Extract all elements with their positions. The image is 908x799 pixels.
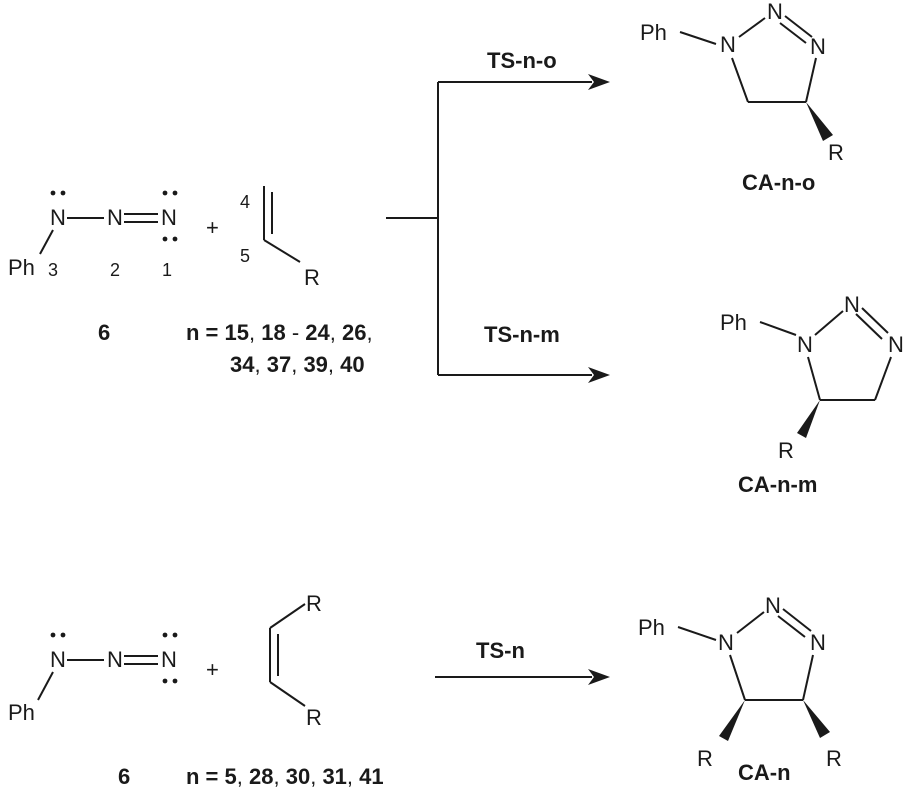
ts-n-o-label: TS-n-o: [487, 48, 557, 73]
r-group-top: R: [306, 591, 322, 616]
arrowhead: [588, 669, 610, 685]
lone-pair-dot: [172, 678, 178, 684]
n2-atom: N: [765, 593, 781, 618]
ring-bond-n3-c4: [802, 654, 814, 701]
n3-atom: N: [50, 205, 66, 230]
product-ca-n-o: Ph N N N R CA-n-o: [640, 0, 844, 195]
ph-group: Ph: [8, 255, 35, 280]
r-group: R: [778, 438, 794, 463]
r-c-bond-top: [269, 603, 306, 629]
lone-pair-dot: [50, 190, 56, 196]
n3-atom: N: [50, 647, 66, 672]
ph-n-bond: [677, 626, 717, 641]
ca-n-label: CA-n: [738, 760, 791, 785]
n1-atom: N: [718, 630, 734, 655]
ring-bond-n1-n2: [738, 17, 766, 38]
n1-atom: N: [797, 332, 813, 357]
ring-bond-c5-n1: [729, 654, 746, 701]
ph-group: Ph: [8, 700, 35, 725]
ts-n-m-label: TS-n-m: [484, 322, 560, 347]
ph-group: Ph: [720, 310, 747, 335]
n3-ph-bond: [39, 229, 54, 255]
n3-atom: N: [810, 630, 826, 655]
n2-atom: N: [844, 292, 860, 317]
stereo-wedge: [797, 400, 820, 438]
lone-pair-dot: [162, 632, 168, 638]
ring-bond-n2-n3-b: [779, 22, 807, 44]
product-ca-n-m: Ph N N N R CA-n-m: [720, 292, 904, 497]
ts-n-label: TS-n: [476, 638, 525, 663]
azide-6-top: N N N Ph 3 2 1 6: [8, 190, 178, 345]
ring-bond-c5-n1: [731, 57, 749, 103]
position-2-label: 2: [110, 260, 120, 280]
r-group: R: [304, 265, 320, 290]
lone-pair-dot: [162, 678, 168, 684]
lone-pair-dot: [60, 190, 66, 196]
n1-atom: N: [720, 32, 736, 57]
plus-sign: +: [206, 215, 219, 240]
r-group-right: R: [826, 746, 842, 771]
n3-atom: N: [888, 332, 904, 357]
ring-bond-n2-n3-a: [782, 608, 812, 632]
ph-n-bond: [759, 321, 797, 336]
position-3-label: 3: [48, 260, 58, 280]
stereo-wedge-right: [803, 700, 830, 738]
ring-bond-c5-n1: [807, 356, 821, 401]
plus-sign: +: [206, 657, 219, 682]
r-group-bottom: R: [306, 705, 322, 730]
c5-r-bond: [263, 239, 301, 263]
ph-n-bond: [679, 31, 717, 45]
n-values-line-2: 34, 37, 39, 40: [230, 352, 365, 377]
lone-pair-dot: [60, 632, 66, 638]
n3-atom: N: [810, 34, 826, 59]
ring-bond-n2-n3-a: [784, 15, 813, 38]
n2-atom: N: [767, 0, 783, 24]
ring-bond-n3-c4: [874, 356, 892, 401]
r-group-left: R: [697, 746, 713, 771]
ring-bond-n2-n3-b: [777, 615, 806, 638]
n-values-list-1: n = 15, 18 - 24, 26, 34, 37, 39, 40: [186, 320, 373, 377]
product-ca-n: Ph N N N R R CA-n: [638, 593, 842, 785]
n-values-list-2: n = 5, 28, 30, 31, 41: [186, 764, 384, 789]
lone-pair-dot: [172, 190, 178, 196]
n3-ph-bond: [37, 671, 54, 701]
branching-arrows: TS-n-o TS-n-m: [386, 48, 610, 383]
position-5-label: 5: [240, 246, 250, 266]
lone-pair-dot: [172, 632, 178, 638]
position-4-label: 4: [240, 192, 250, 212]
terminal-alkene: 4 5 R: [240, 186, 320, 290]
cis-alkene: R R: [269, 591, 322, 730]
ca-n-m-label: CA-n-m: [738, 472, 817, 497]
lower-arrowhead: [588, 367, 610, 383]
stereo-wedge: [806, 102, 833, 141]
ring-bond-n1-n2: [814, 310, 844, 336]
ph-group: Ph: [640, 20, 667, 45]
compound-6-label: 6: [98, 320, 110, 345]
position-1-label: 1: [162, 260, 172, 280]
ca-n-o-label: CA-n-o: [742, 170, 815, 195]
ring-bond-n1-n2: [736, 611, 765, 634]
n2-atom: N: [107, 647, 123, 672]
reaction-arrow-ts-n: TS-n: [435, 638, 610, 685]
upper-arrowhead: [588, 74, 610, 90]
lone-pair-dot: [50, 632, 56, 638]
lone-pair-dot: [172, 236, 178, 242]
n2-atom: N: [107, 205, 123, 230]
n1-atom: N: [161, 647, 177, 672]
lone-pair-dot: [162, 236, 168, 242]
n1-atom: N: [161, 205, 177, 230]
ph-group: Ph: [638, 615, 665, 640]
azide-6-bottom: N N N Ph 6: [8, 632, 178, 789]
r-group: R: [828, 140, 844, 165]
lone-pair-dot: [162, 190, 168, 196]
ring-bond-n2-n3-b: [855, 313, 883, 340]
n-values-line-1: n = 15, 18 - 24, 26,: [186, 320, 373, 345]
r-c-bond-bottom: [269, 681, 306, 707]
ring-bond-n2-n3-a: [861, 307, 889, 334]
compound-6-label: 6: [118, 764, 130, 789]
stereo-wedge-left: [719, 700, 745, 741]
ring-bond-n3-c4: [805, 57, 817, 103]
